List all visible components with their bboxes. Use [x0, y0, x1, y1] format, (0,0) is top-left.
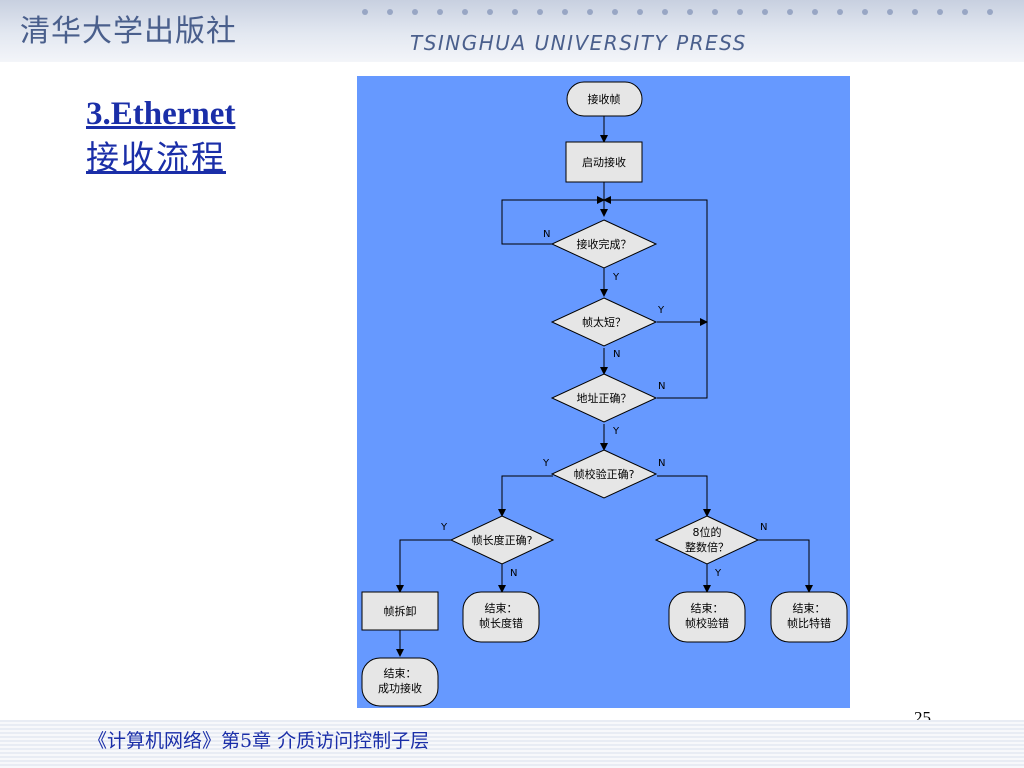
- branch-address-yes: Y: [612, 426, 620, 437]
- decorative-dot: [412, 9, 418, 15]
- label-end-success-line1: 结束：: [384, 667, 417, 680]
- decorative-dot: [737, 9, 743, 15]
- flowchart: 接收帧 启动接收 接收完成？ 帧太短？ 地址正确？ 帧校验正确? 帧长度正确? …: [361, 81, 848, 707]
- branch-length-no: N: [510, 568, 517, 579]
- node-frame-too-short: [550, 297, 658, 347]
- label-end-length-line2: 帧长度错: [479, 616, 523, 630]
- decorative-dot: [562, 9, 568, 15]
- decorative-dot: [762, 9, 768, 15]
- branch-too-short-yes: Y: [657, 305, 665, 316]
- label-multiple-of-8-line2: 整数倍？: [685, 540, 729, 554]
- branch-too-short-no: N: [613, 349, 620, 360]
- branch-multiple-yes: Y: [714, 568, 722, 579]
- decorative-dots: [362, 6, 1012, 18]
- node-start-receive: [565, 141, 643, 183]
- branch-length-yes: Y: [440, 522, 448, 533]
- decorative-dot: [887, 9, 893, 15]
- decorative-dot: [712, 9, 718, 15]
- decorative-dot: [687, 9, 693, 15]
- footer-chapter-title: 《计算机网络》第5章 介质访问控制子层: [88, 730, 430, 752]
- decorative-dot: [812, 9, 818, 15]
- label-start: 接收帧: [588, 92, 621, 106]
- publisher-logo-cn: 清华大学出版社: [20, 14, 237, 49]
- node-labels: 接收帧 启动接收 接收完成？ 帧太短？ 地址正确？ 帧校验正确? 帧长度正确? …: [378, 92, 831, 695]
- label-frame-too-short: 帧太短？: [582, 315, 626, 329]
- decorative-dot: [437, 9, 443, 15]
- branch-multiple-no: N: [760, 522, 767, 533]
- decorative-dot: [537, 9, 543, 15]
- branch-checksum-yes: Y: [542, 458, 550, 469]
- node-end-success: [361, 657, 439, 707]
- label-end-length-line1: 结束：: [485, 602, 518, 615]
- node-multiple-of-8: [654, 515, 760, 565]
- label-end-check-line2: 帧校验错: [685, 616, 729, 630]
- label-end-success-line2: 成功接收: [378, 681, 422, 695]
- decorative-dot: [512, 9, 518, 15]
- decorative-dot: [962, 9, 968, 15]
- decorative-dot: [662, 9, 668, 15]
- node-start: [566, 81, 643, 117]
- decorative-dot: [837, 9, 843, 15]
- label-receive-done: 接收完成？: [577, 237, 632, 251]
- footer-bar: 《计算机网络》第5章 介质访问控制子层: [0, 720, 1024, 768]
- label-address-correct: 地址正确？: [577, 391, 632, 405]
- decorative-dot: [487, 9, 493, 15]
- label-start-receive: 启动接收: [582, 155, 626, 169]
- branch-address-no: N: [658, 381, 665, 392]
- decorative-dot: [587, 9, 593, 15]
- decorative-dot: [637, 9, 643, 15]
- decorative-dot: [462, 9, 468, 15]
- decorative-dot: [612, 9, 618, 15]
- branch-checksum-no: N: [658, 458, 665, 469]
- label-length-correct: 帧长度正确?: [472, 533, 533, 547]
- decorative-dot: [787, 9, 793, 15]
- label-end-bit-line2: 帧比特错: [787, 616, 831, 630]
- decorative-dot: [987, 9, 993, 15]
- label-end-bit-line1: 结束：: [793, 602, 826, 615]
- decorative-dot: [387, 9, 393, 15]
- label-checksum-correct: 帧校验正确?: [574, 467, 635, 481]
- nodes: [361, 81, 848, 707]
- decorative-dot: [862, 9, 868, 15]
- branch-receive-done-no: N: [543, 229, 550, 240]
- slide-title: 3.Ethernet 接收流程: [86, 92, 235, 180]
- title-line-1: 3.Ethernet: [86, 96, 236, 132]
- branch-receive-done-yes: Y: [612, 272, 620, 283]
- header-banner: 清华大学出版社 TSINGHUA UNIVERSITY PRESS: [0, 0, 1024, 62]
- title-line-2: 接收流程: [86, 138, 226, 177]
- branch-labels: N Y Y N N Y Y N Y N N Y: [440, 229, 767, 579]
- node-end-check-error: [668, 591, 746, 643]
- node-receive-done: [550, 219, 658, 269]
- decorative-dot: [937, 9, 943, 15]
- node-end-length-error: [462, 591, 540, 643]
- decorative-dot: [912, 9, 918, 15]
- connectors: [396, 116, 813, 657]
- node-address-correct: [550, 373, 658, 423]
- label-multiple-of-8-line1: 8位的: [693, 525, 722, 539]
- label-end-check-line1: 结束：: [691, 602, 724, 615]
- decorative-dot: [362, 9, 368, 15]
- node-end-bit-error: [770, 591, 848, 643]
- node-length-correct: [449, 515, 555, 565]
- node-disassemble: [361, 591, 439, 631]
- publisher-logo-en: TSINGHUA UNIVERSITY PRESS: [410, 31, 747, 55]
- flowchart-panel: 接收帧 启动接收 接收完成？ 帧太短？ 地址正确？ 帧校验正确? 帧长度正确? …: [357, 76, 850, 708]
- label-disassemble: 帧拆卸: [384, 604, 417, 618]
- node-checksum-correct: [550, 449, 658, 499]
